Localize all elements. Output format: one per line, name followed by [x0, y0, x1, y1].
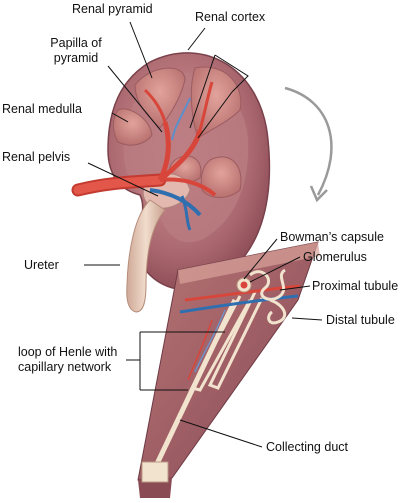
- label-renal-pyramid: Renal pyramid: [72, 2, 153, 16]
- glomerulus-shape: [240, 281, 248, 289]
- proximal-tubule-coil: [249, 268, 286, 301]
- renal-vein: [149, 188, 202, 217]
- label-distal-tubule: Distal tubule: [326, 313, 395, 327]
- label-proximal-tubule: Proximal tubule: [312, 279, 399, 293]
- label-renal-medulla: Renal medulla: [2, 102, 82, 116]
- zoom-arrow: [284, 86, 333, 196]
- renal-vessels: [71, 81, 217, 231]
- label-ureter: Ureter: [24, 258, 59, 272]
- label-loop-of-henle: loop of Henle with capillary network: [18, 345, 118, 374]
- leader-lines: [84, 21, 323, 448]
- label-collecting-duct: Collecting duct: [266, 440, 348, 454]
- label-bowmans-capsule: Bowman’s capsule: [280, 230, 384, 244]
- label-renal-pelvis: Renal pelvis: [2, 150, 71, 164]
- label-glomerulus: Glomerulus: [303, 250, 367, 264]
- label-renal-cortex: Renal cortex: [195, 10, 266, 24]
- arrow-head-icon: [309, 185, 328, 203]
- ureter-tube: [126, 199, 166, 313]
- label-papilla-of-pyramid: Papilla of pyramid: [50, 36, 102, 65]
- renal-pyramid-3: [113, 108, 153, 146]
- cortex-bracket: [214, 54, 249, 93]
- distal-tubule-coil: [267, 298, 287, 325]
- collecting-duct-end: [141, 461, 169, 483]
- renal-pyramid-4: [200, 156, 242, 198]
